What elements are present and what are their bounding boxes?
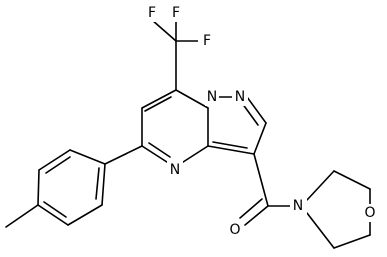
bond-n1-c2 [246, 96, 267, 124]
atom-o-carbonyl: O [227, 221, 243, 239]
atom-o-morpholine: O [362, 204, 379, 222]
bond-tolyl-5-6-inner [45, 156, 71, 174]
bond-tolyl-3-4 [37, 204, 69, 226]
bond-c7-c6-inner [144, 96, 172, 112]
bond-c3-carbonyl [253, 153, 269, 207]
bond-morph-c4-n [306, 212, 335, 249]
bond-morph-c1-c2 [333, 170, 371, 190]
atom-o-carbonyl-label: O [229, 222, 240, 238]
bond-n4-c3a [179, 145, 209, 165]
bond-tolyl-2-3 [67, 204, 103, 226]
bond-c3-c3a [207, 145, 255, 155]
bond-carbonyl-o-inner [239, 198, 263, 219]
bond-c7-c6 [141, 89, 177, 109]
bond-tolyl-4-5 [37, 169, 40, 206]
bond-morph-n-c1 [306, 170, 335, 201]
bond-tolyl-6-1 [69, 149, 106, 165]
atom-n-pyrazole-label: N [235, 89, 245, 105]
atom-n-pyrazole: N [232, 88, 248, 106]
bond-tolyl-5-6 [38, 149, 71, 171]
atom-n-morpholine: N [290, 197, 307, 215]
atom-f-top-label: F [172, 5, 180, 21]
atom-n-bridgehead: N [205, 89, 219, 106]
bonds-group [5, 11, 371, 249]
atom-n-pyrimidine: N [167, 161, 183, 179]
bond-c-f-left [151, 19, 177, 42]
bond-tolyl-methyl [5, 204, 39, 228]
atoms-group: F F F N N N O [143, 4, 379, 239]
atom-f-right-label: F [203, 33, 211, 49]
bond-n1-c2-inner [241, 102, 259, 126]
bond-tolyl-1-2 [101, 163, 106, 206]
bond-c2-c3 [253, 122, 267, 155]
bond-tolyl-3-4-inner [43, 201, 67, 218]
atom-f-left: F [143, 4, 161, 22]
bond-n7a-c7 [175, 89, 209, 109]
bond-c5-n4-inner [148, 142, 171, 158]
bond-c5-n4 [141, 145, 171, 165]
bond-c3-c3a-inner [212, 141, 248, 149]
atom-n-pyrimidine-label: N [170, 162, 180, 178]
atom-f-right: F [198, 32, 216, 50]
atom-n-bridgehead-label: N [207, 89, 217, 105]
atom-n-morpholine-label: N [293, 198, 303, 214]
atom-f-top: F [167, 4, 185, 22]
bond-c5-tolyl [104, 145, 143, 165]
bond-morph-c3-c4 [333, 234, 371, 249]
atom-o-morpholine-label: O [364, 205, 375, 221]
atom-f-left-label: F [148, 5, 156, 21]
bond-carbonyl-o [244, 205, 269, 226]
bond-tolyl-1-2-inner [95, 167, 100, 200]
